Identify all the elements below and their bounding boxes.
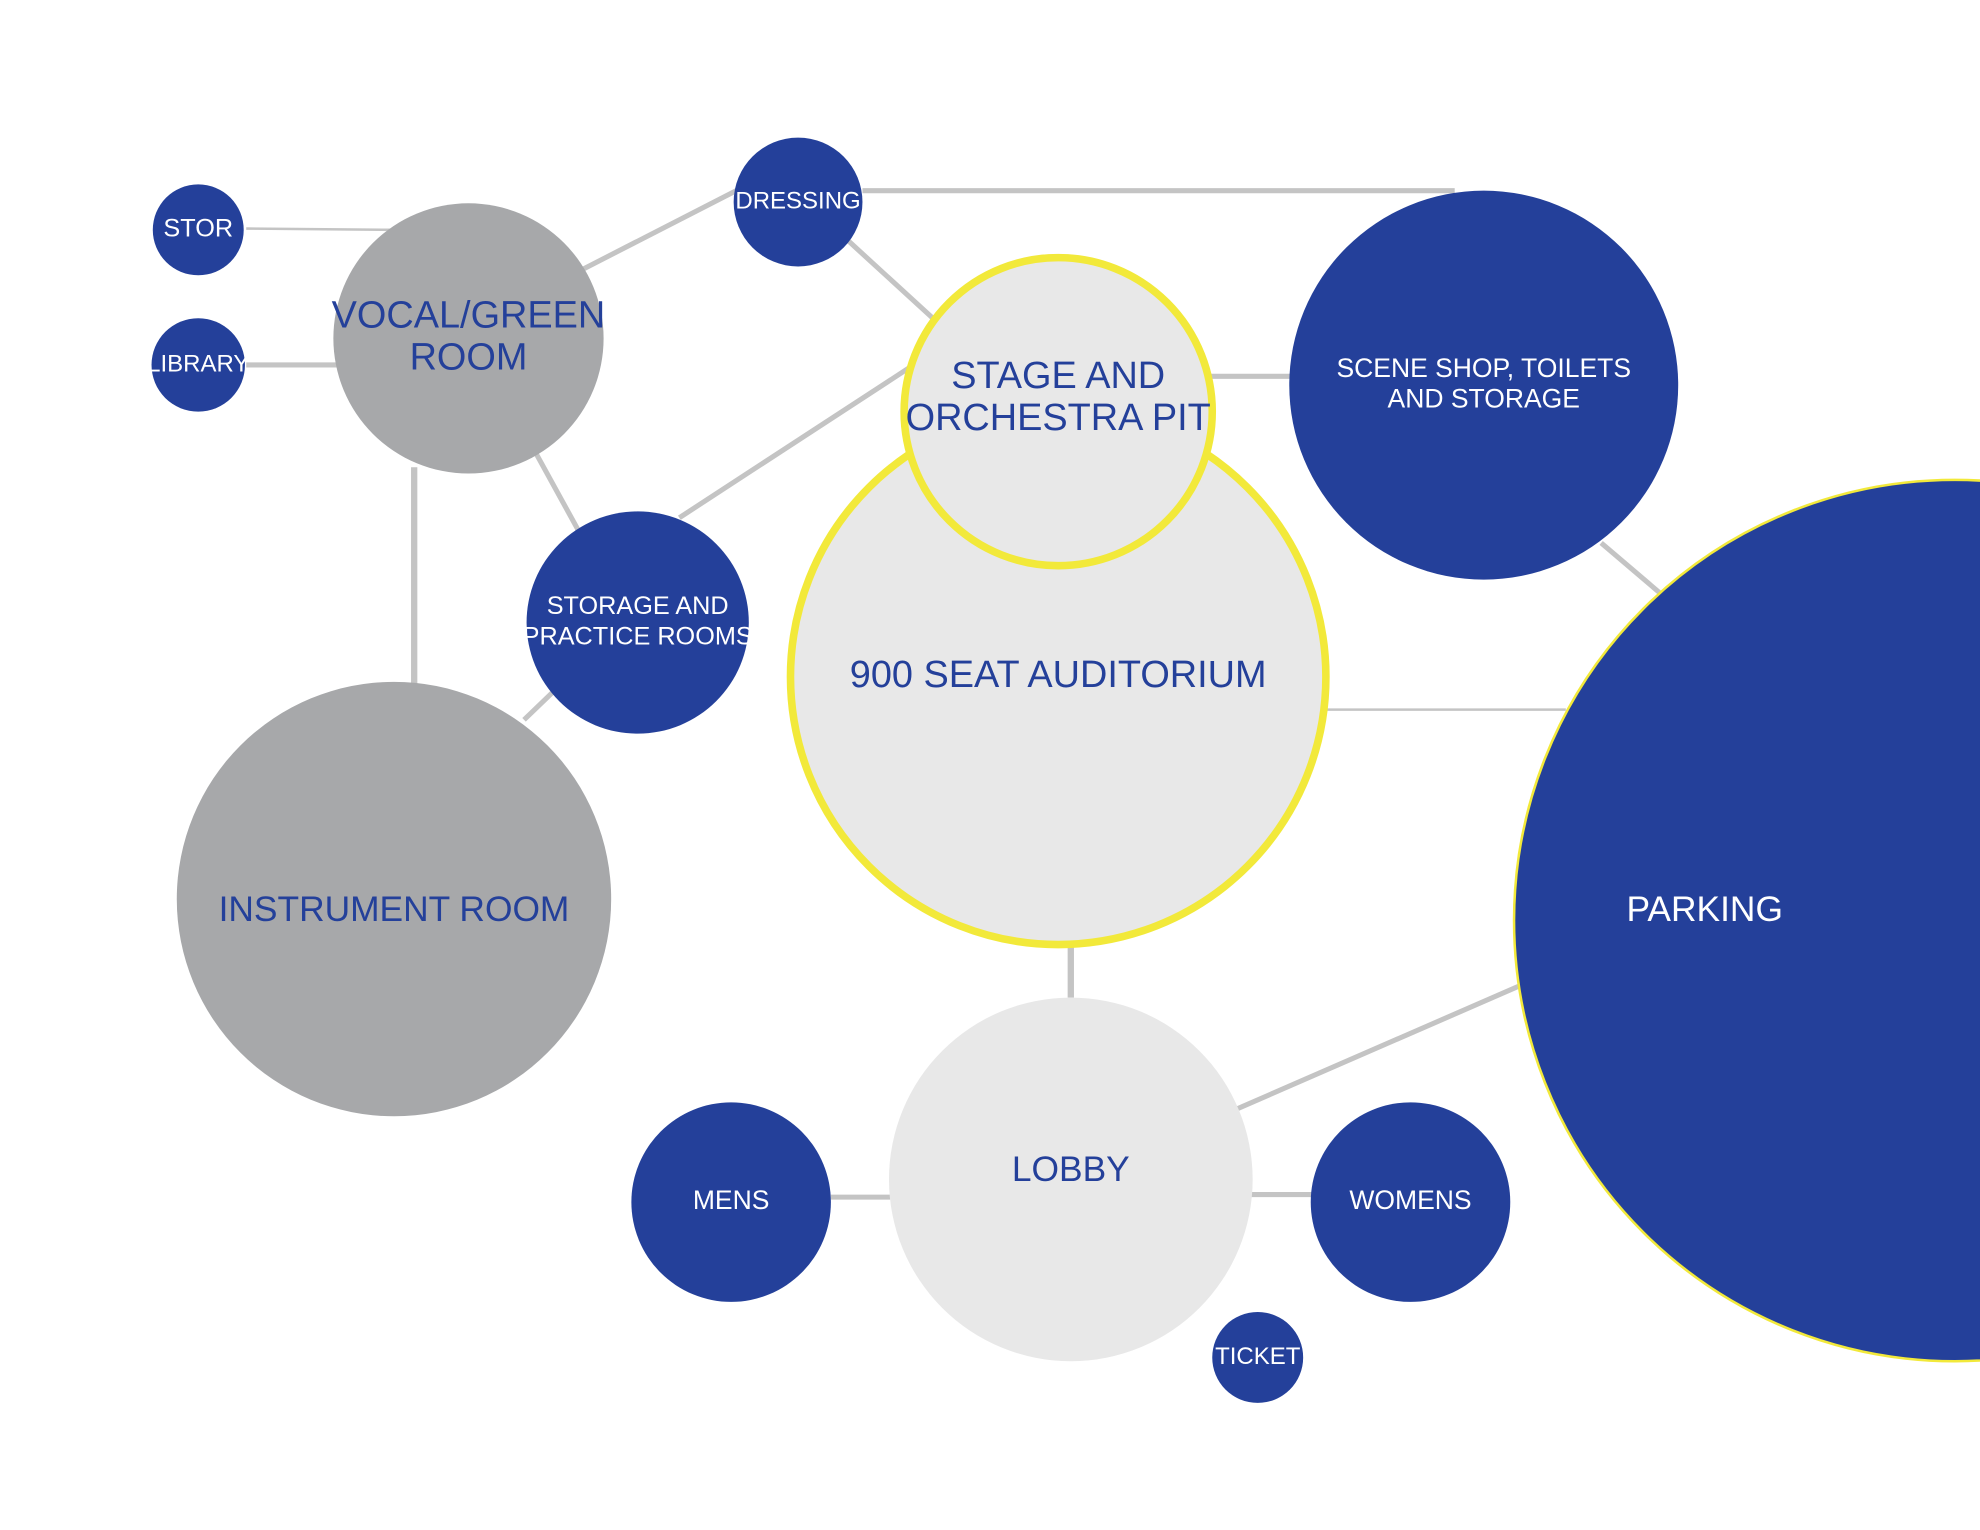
node-circle-storage-practice	[526, 511, 749, 734]
connector-line	[845, 238, 939, 324]
node-circle-vocal-green-room	[333, 203, 604, 474]
node-parking: PARKING	[1512, 478, 1980, 1363]
node-circle-scene-shop	[1289, 190, 1679, 580]
node-label-stage-orchestra-pit: ORCHESTRA PIT	[906, 397, 1211, 439]
node-label-vocal-green-room: VOCAL/GREEN	[332, 295, 606, 337]
node-library: LIBRARY	[147, 318, 249, 412]
node-label-scene-shop: AND STORAGE	[1388, 383, 1580, 413]
node-womens: WOMENS	[1310, 1102, 1511, 1302]
node-circle-ticket	[1212, 1312, 1304, 1403]
connector-line	[1236, 982, 1523, 1112]
node-circle-library	[151, 318, 245, 412]
node-stor: STOR	[152, 184, 244, 276]
connector-line	[1599, 541, 1663, 596]
node-label-instrument-room: INSTRUMENT ROOM	[219, 890, 570, 929]
node-label-lobby: LOBBY	[1012, 1150, 1130, 1189]
node-mens: MENS	[631, 1102, 831, 1302]
node-circle-lobby	[888, 997, 1253, 1362]
node-circle-instrument-room	[176, 681, 612, 1117]
node-label-ticket: TICKET	[1215, 1343, 1301, 1370]
node-label-vocal-green-room: ROOM	[410, 336, 528, 378]
connector-line	[534, 453, 581, 532]
node-label-auditorium: 900 SEAT AUDITORIUM	[850, 654, 1267, 696]
node-label-mens: MENS	[693, 1185, 770, 1215]
node-auditorium: 900 SEAT AUDITORIUM	[786, 405, 1330, 949]
connector-line	[582, 187, 740, 272]
node-circle-parking	[1512, 478, 1980, 1363]
node-label-dressing: DRESSING	[735, 187, 860, 214]
node-label-parking: PARKING	[1626, 890, 1782, 929]
node-ticket: TICKET	[1212, 1312, 1304, 1403]
connectors	[246, 187, 1663, 1200]
node-label-stage-orchestra-pit: STAGE AND	[951, 355, 1165, 397]
node-circle-womens	[1310, 1102, 1511, 1302]
node-label-library: LIBRARY	[147, 350, 249, 377]
node-instrument-room: INSTRUMENT ROOM	[176, 681, 612, 1117]
node-circle-mens	[631, 1102, 831, 1302]
node-circle-dressing	[733, 137, 863, 267]
node-lobby: LOBBY	[888, 997, 1253, 1362]
node-label-womens: WOMENS	[1349, 1185, 1471, 1215]
node-label-storage-practice: STORAGE AND	[547, 592, 729, 620]
node-label-stor: STOR	[163, 214, 233, 242]
node-circle-stage-orchestra-pit	[900, 253, 1217, 570]
connector-line	[677, 361, 917, 520]
node-circle-stor	[152, 184, 244, 276]
node-dressing: DRESSING	[733, 137, 863, 267]
connector-line	[522, 687, 558, 722]
node-label-storage-practice: PRACTICE ROOMS	[523, 622, 753, 650]
connector-line	[246, 227, 392, 232]
node-label-scene-shop: SCENE SHOP, TOILETS	[1336, 353, 1631, 383]
